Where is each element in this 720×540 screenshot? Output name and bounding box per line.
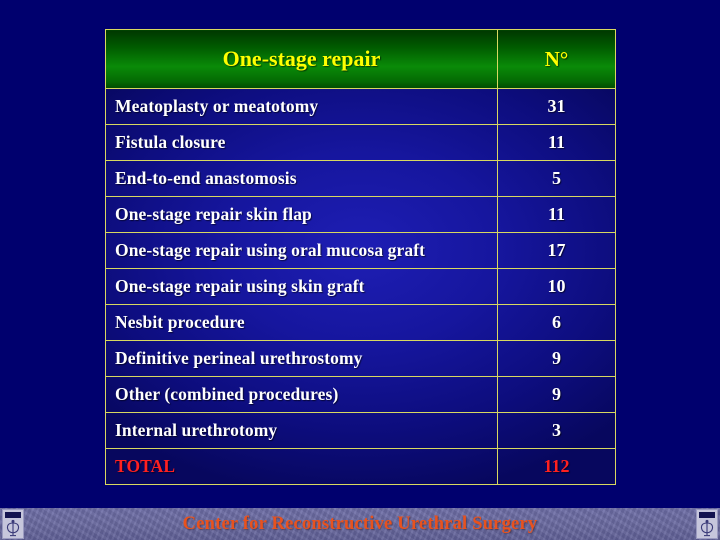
footer-banner: Center for Reconstructive Urethral Surge… bbox=[0, 508, 720, 540]
table-row: One-stage repair using skin graft 10 bbox=[105, 268, 616, 305]
cell-procedure: End-to-end anastomosis bbox=[105, 160, 498, 197]
cell-total-count: 112 bbox=[497, 448, 616, 485]
cell-procedure: One-stage repair skin flap bbox=[105, 196, 498, 233]
table-row: Fistula closure 11 bbox=[105, 124, 616, 161]
cell-procedure: Meatoplasty or meatotomy bbox=[105, 88, 498, 125]
cell-count: 31 bbox=[497, 88, 616, 125]
cell-count: 10 bbox=[497, 268, 616, 305]
cell-count: 5 bbox=[497, 160, 616, 197]
cell-count: 9 bbox=[497, 376, 616, 413]
cell-count: 9 bbox=[497, 340, 616, 377]
table-body: Meatoplasty or meatotomy 31 Fistula clos… bbox=[105, 88, 616, 485]
table-row: Nesbit procedure 6 bbox=[105, 304, 616, 341]
table-row: End-to-end anastomosis 5 bbox=[105, 160, 616, 197]
data-table-container: One-stage repair N° Meatoplasty or meato… bbox=[105, 29, 616, 485]
table-row: Definitive perineal urethrostomy 9 bbox=[105, 340, 616, 377]
footer-title: Center for Reconstructive Urethral Surge… bbox=[182, 514, 538, 534]
column-header-count: N° bbox=[497, 29, 616, 89]
cell-procedure: Nesbit procedure bbox=[105, 304, 498, 341]
cell-procedure: One-stage repair using skin graft bbox=[105, 268, 498, 305]
cell-procedure: One-stage repair using oral mucosa graft bbox=[105, 232, 498, 269]
center-logo-left-icon bbox=[2, 509, 24, 539]
cell-procedure: Definitive perineal urethrostomy bbox=[105, 340, 498, 377]
cell-count: 17 bbox=[497, 232, 616, 269]
logo-bar bbox=[699, 512, 715, 518]
center-logo-right-icon bbox=[696, 509, 718, 539]
one-stage-repair-table: One-stage repair N° Meatoplasty or meato… bbox=[105, 29, 616, 485]
column-header-procedure: One-stage repair bbox=[105, 29, 498, 89]
table-row: One-stage repair skin flap 11 bbox=[105, 196, 616, 233]
table-row: Other (combined procedures) 9 bbox=[105, 376, 616, 413]
table-header: One-stage repair N° bbox=[105, 29, 616, 89]
table-row: One-stage repair using oral mucosa graft… bbox=[105, 232, 616, 269]
cell-count: 11 bbox=[497, 124, 616, 161]
cell-count: 6 bbox=[497, 304, 616, 341]
table-total-row: TOTAL 112 bbox=[105, 448, 616, 485]
cell-total-label: TOTAL bbox=[105, 448, 498, 485]
urethra-emblem-icon bbox=[6, 519, 20, 537]
table-header-row: One-stage repair N° bbox=[105, 29, 616, 89]
urethra-emblem-icon bbox=[700, 519, 714, 537]
cell-count: 11 bbox=[497, 196, 616, 233]
table-row: Meatoplasty or meatotomy 31 bbox=[105, 88, 616, 125]
table-row: Internal urethrotomy 3 bbox=[105, 412, 616, 449]
cell-count: 3 bbox=[497, 412, 616, 449]
logo-bar bbox=[5, 512, 21, 518]
cell-procedure: Other (combined procedures) bbox=[105, 376, 498, 413]
cell-procedure: Internal urethrotomy bbox=[105, 412, 498, 449]
cell-procedure: Fistula closure bbox=[105, 124, 498, 161]
